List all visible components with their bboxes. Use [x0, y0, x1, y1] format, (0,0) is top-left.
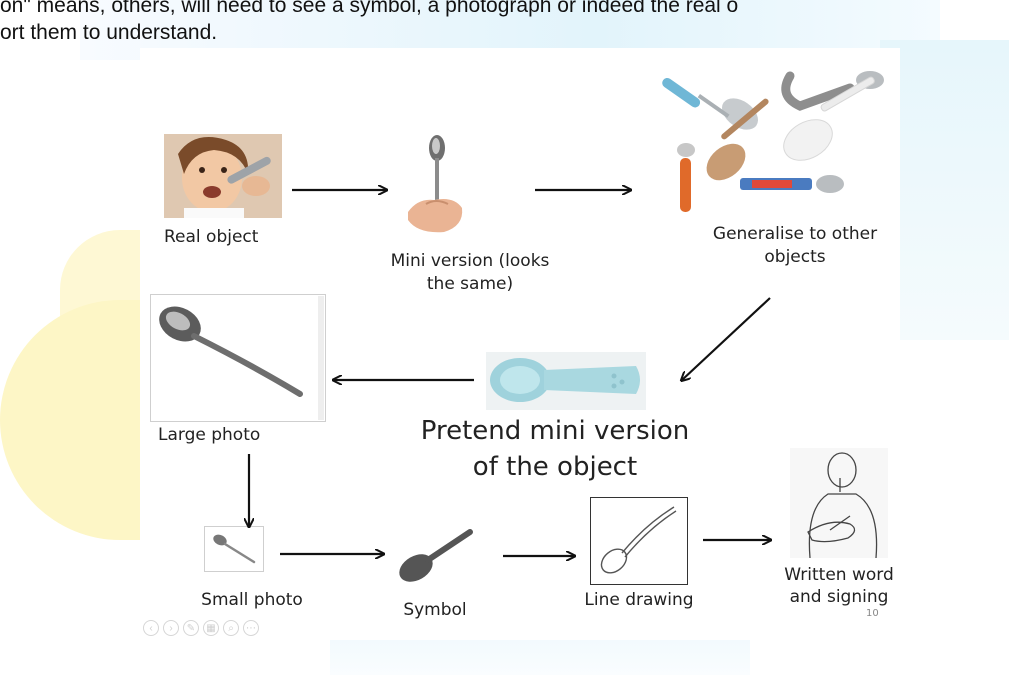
label-mini-version-line-1: Mini version (looks	[370, 250, 570, 272]
label-real-object: Real object	[164, 226, 294, 248]
label-large-photo: Large photo	[158, 424, 318, 446]
forward-icon[interactable]: ›	[163, 620, 179, 636]
label-small-photo: Small photo	[182, 589, 322, 611]
label-symbol: Symbol	[380, 599, 490, 621]
slide-number: 10	[866, 608, 879, 619]
back-icon[interactable]: ‹	[143, 620, 159, 636]
arrow-generalise-to-pretend	[682, 298, 770, 380]
presentation-toolbar: ‹ › ✎ ▦ ⌕ ⋯	[143, 620, 259, 636]
label-generalise-line-1: Generalise to other	[690, 223, 900, 245]
pen-icon[interactable]: ✎	[183, 620, 199, 636]
label-generalise-line-2: objects	[690, 246, 900, 268]
label-pretend-line-1: Pretend mini version	[390, 414, 720, 448]
label-mini-version-line-2: the same)	[370, 273, 570, 295]
label-written-word-line-2: and signing	[764, 586, 914, 608]
label-pretend-line-2: of the object	[390, 450, 720, 484]
zoom-icon[interactable]: ⌕	[223, 620, 239, 636]
slides-icon[interactable]: ▦	[203, 620, 219, 636]
label-written-word-line-1: Written word	[764, 564, 914, 586]
label-line-drawing: Line drawing	[564, 589, 714, 611]
more-icon[interactable]: ⋯	[243, 620, 259, 636]
